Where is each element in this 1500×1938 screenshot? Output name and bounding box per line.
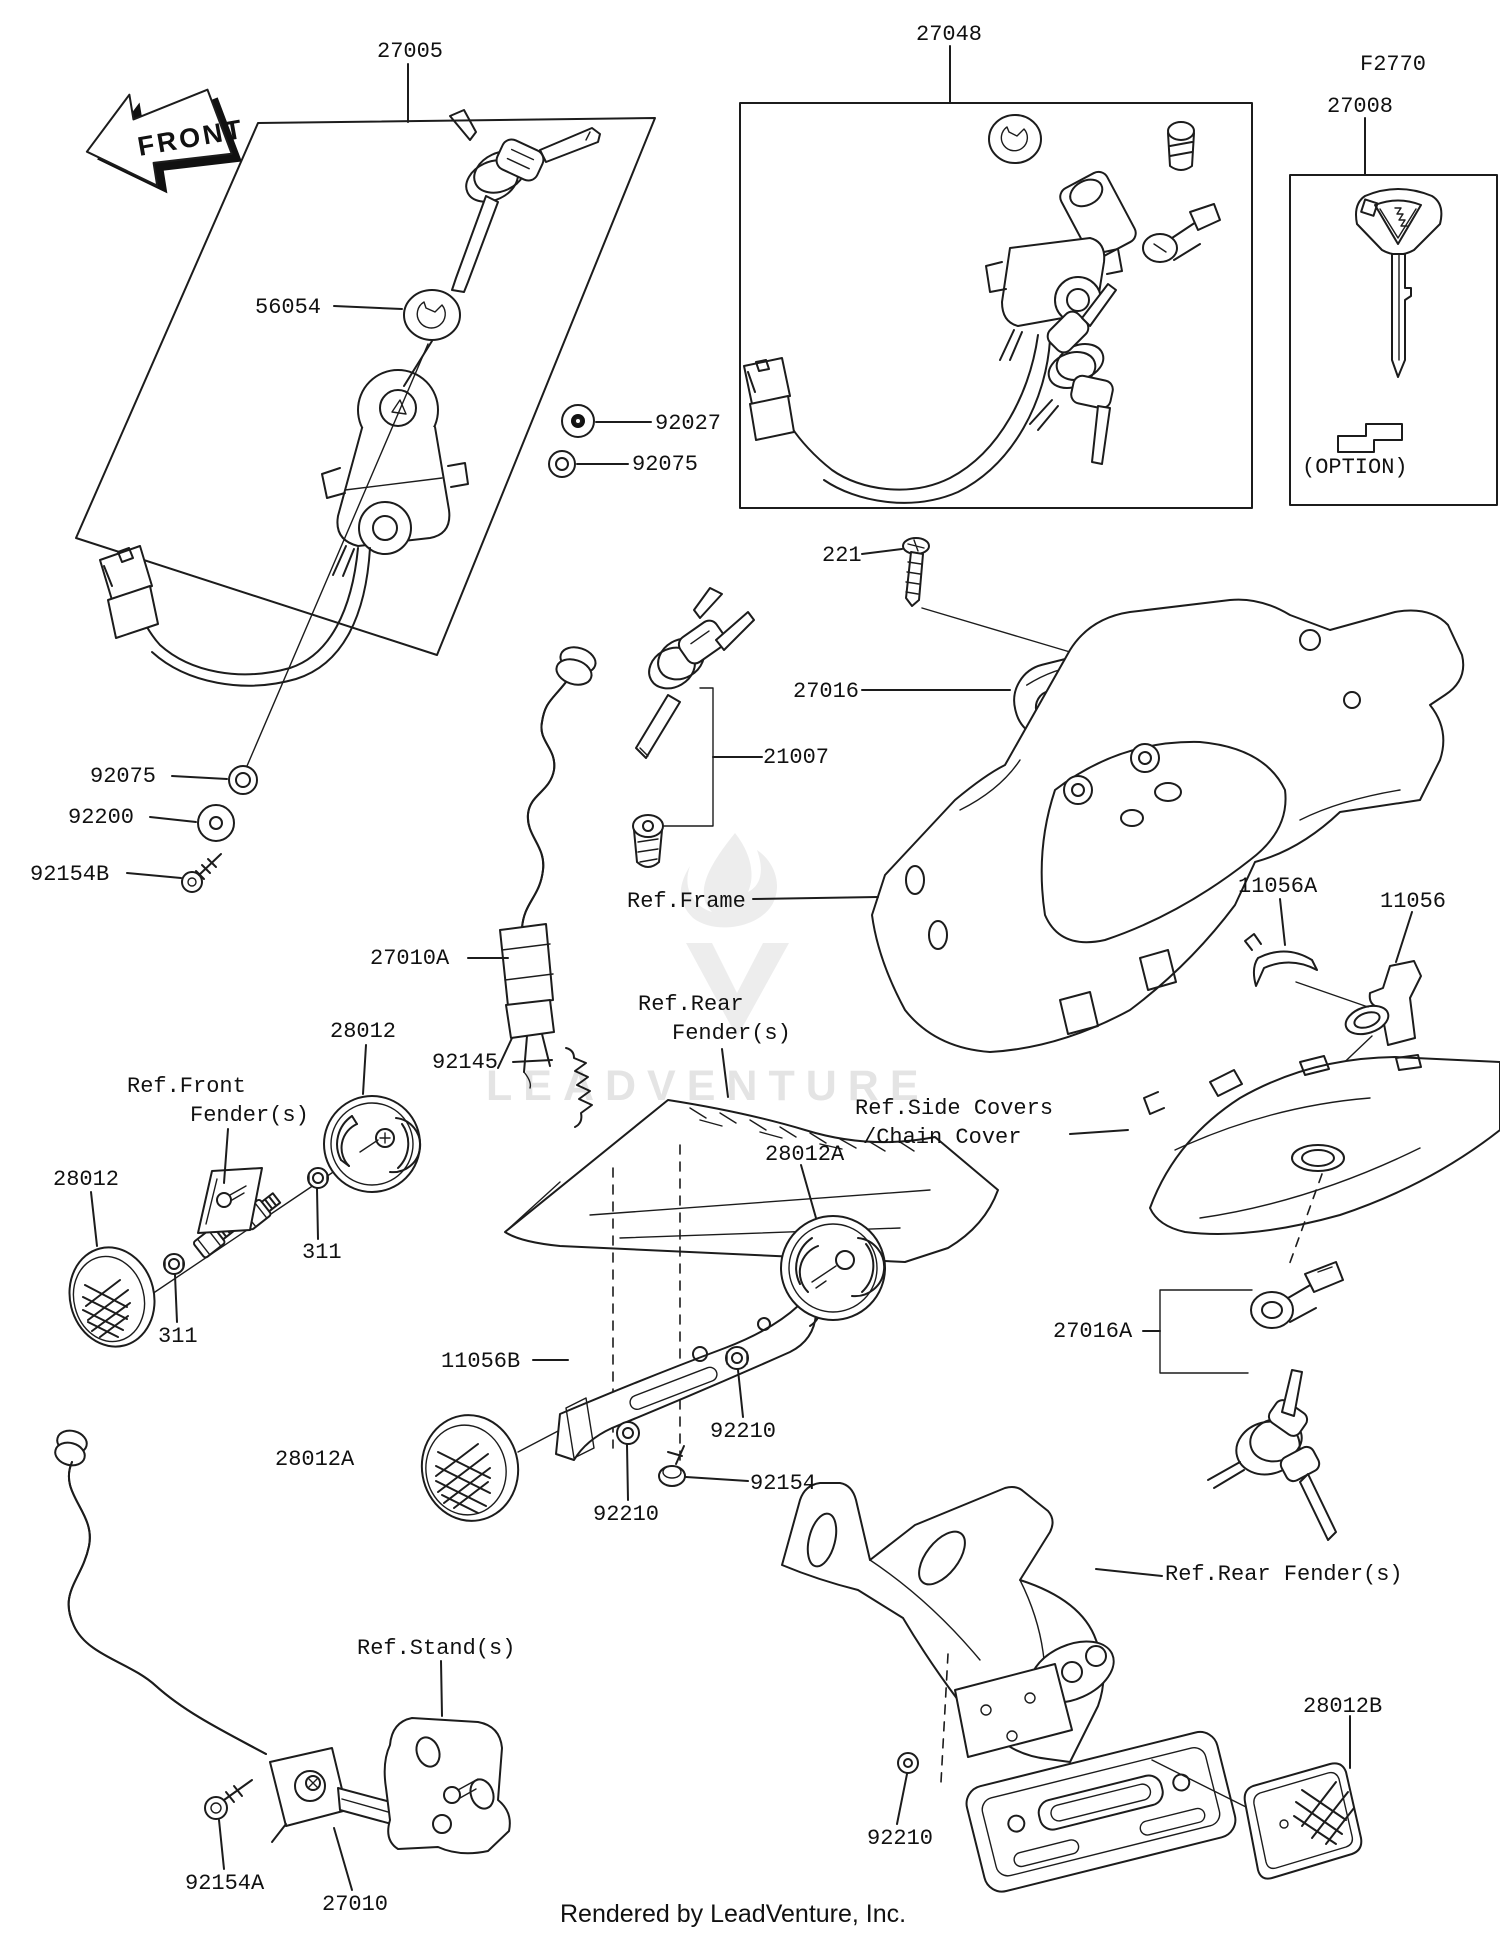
label-92075-upper: 92075: [632, 452, 699, 477]
screw-92154: [659, 1446, 685, 1486]
bracket-11056: [1342, 961, 1421, 1045]
bracket-11056b: [556, 1302, 819, 1460]
nut-92210-right: [726, 1347, 748, 1369]
label-ref-side-covers-line2: /Chain Cover: [863, 1125, 1022, 1150]
washer-92210-bottom: [617, 1422, 639, 1444]
label-92154a: 92154A: [185, 1871, 265, 1896]
label-28012-top: 28012: [330, 1019, 397, 1044]
label-27008: 27008: [1327, 94, 1394, 119]
label-92210-bottom: 92210: [593, 1502, 660, 1527]
washer-92027: [562, 405, 594, 437]
reflector-28012b: [1245, 1763, 1362, 1878]
label-28012a-center: 28012A: [765, 1142, 845, 1167]
key-set-27016a: [1208, 1370, 1336, 1540]
spring-92145: [566, 1048, 592, 1127]
watermark-logo-icon: [680, 833, 789, 1037]
front-arrow: FRONT: [76, 69, 247, 194]
side-cover-part: [1144, 1055, 1500, 1234]
label-311-bottom: 311: [158, 1324, 198, 1349]
label-92210-bottom-right: 92210: [867, 1826, 934, 1851]
footer-credit: Rendered by LeadVenture, Inc.: [560, 1900, 907, 1928]
screw-221: [903, 538, 929, 606]
label-27010a: 27010A: [370, 946, 450, 971]
leader-lines: [91, 46, 1412, 1890]
label-21007: 21007: [763, 745, 830, 770]
label-11056b: 11056B: [441, 1349, 521, 1374]
label-311-right: 311: [302, 1240, 342, 1265]
washer-56054: [404, 290, 460, 340]
screw-92154a: [205, 1780, 252, 1819]
label-ref-rear-fender-line2: Fender(s): [672, 1021, 791, 1046]
rear-fender-bracket: [782, 1483, 1123, 1762]
label-92210-right: 92210: [710, 1419, 777, 1444]
label-92154: 92154: [750, 1471, 817, 1496]
key-set-21007: [636, 588, 754, 758]
label-27005: 27005: [377, 39, 444, 64]
label-ref-front-fender-line2: Fender(s): [190, 1103, 309, 1128]
label-27048: 27048: [916, 22, 983, 47]
label-28012a-left: 28012A: [275, 1447, 355, 1472]
watermark-text: LEADVENTURE: [486, 1062, 930, 1110]
grommet-92075-lower: [229, 766, 257, 794]
key-blank-27008: [1356, 189, 1441, 377]
box-27005: [76, 118, 655, 655]
label-92075-lower: 92075: [90, 764, 157, 789]
cable-switch-27010a: [498, 643, 599, 1088]
label-27016: 27016: [793, 679, 860, 704]
reflector-28012-top: [324, 1096, 420, 1192]
rear-fender-sketch: [505, 1100, 998, 1262]
label-option: (OPTION): [1302, 455, 1408, 480]
nut-311-bottom: [164, 1254, 184, 1274]
label-ref-stands: Ref.Stand(s): [357, 1636, 516, 1661]
barrel-21007: [633, 815, 663, 867]
reflector-28012-left: [59, 1238, 165, 1355]
label-ref-rear-fender-2: Ref.Rear Fender(s): [1165, 1562, 1403, 1587]
label-11056: 11056: [1380, 889, 1447, 914]
label-ref-front-fender-line1: Ref.Front: [127, 1074, 246, 1099]
front-fender-sketch: [198, 1168, 262, 1233]
reflector-28012a-right: [781, 1216, 885, 1320]
lock-cylinder-27016a: [1251, 1262, 1343, 1328]
box-27008-option: [1290, 175, 1497, 505]
label-221: 221: [822, 543, 862, 568]
kawasaki-mark-icon: [1338, 424, 1402, 452]
ignition-switch-27005: [322, 370, 468, 576]
key-set-27048: [1030, 284, 1116, 464]
washer-92210-bottom-right: [898, 1753, 918, 1773]
ignition-switch-27048: [744, 115, 1220, 503]
bracket-11056a: [1245, 934, 1317, 986]
nut-311-right: [308, 1168, 328, 1188]
box-27048: [740, 103, 1252, 508]
label-ref-side-covers-line1: Ref.Side Covers: [855, 1096, 1054, 1121]
license-plate-housing: [963, 1728, 1239, 1895]
label-28012b: 28012B: [1303, 1694, 1383, 1719]
label-56054: 56054: [255, 295, 322, 320]
stand-bracket: [385, 1718, 510, 1853]
frame-part: [872, 600, 1463, 1052]
label-92027: 92027: [655, 411, 722, 436]
label-92145: 92145: [432, 1050, 499, 1075]
label-f2770: F2770: [1360, 52, 1427, 77]
label-92154b: 92154B: [30, 862, 110, 887]
label-27010: 27010: [322, 1892, 389, 1917]
key-set-27005: [450, 110, 600, 292]
washer-92075-upper: [549, 451, 575, 477]
label-ref-rear-fender-line1: Ref.Rear: [638, 992, 744, 1017]
label-92200: 92200: [68, 805, 135, 830]
wire-connector-27005: [100, 546, 370, 686]
label-28012-left: 28012: [53, 1167, 120, 1192]
label-27016a: 27016A: [1053, 1319, 1133, 1344]
screw-92154b: [182, 854, 221, 892]
cable-switch-27010: [53, 1427, 428, 1842]
label-ref-frame: Ref.Frame: [627, 889, 746, 914]
label-11056a: 11056A: [1238, 874, 1318, 899]
washer-92200: [198, 805, 234, 841]
reflector-28012a-left: [414, 1407, 527, 1528]
